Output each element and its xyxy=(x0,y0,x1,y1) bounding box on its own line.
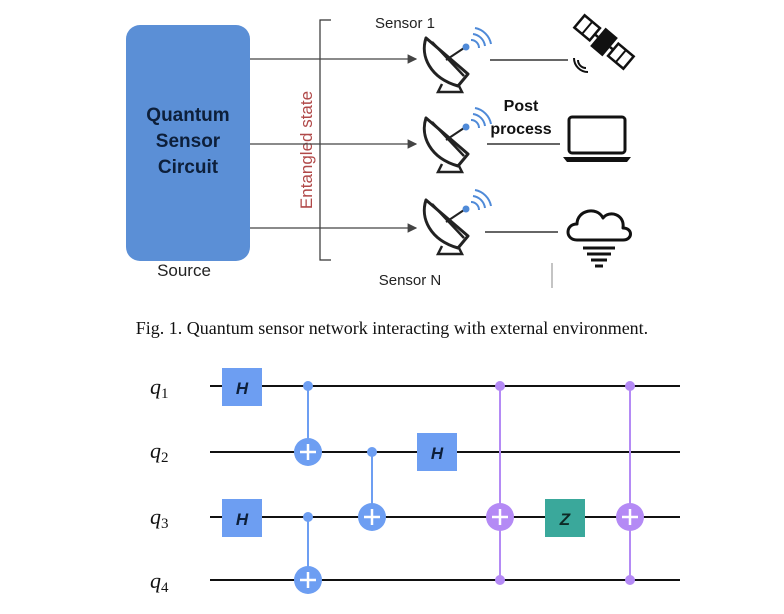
qubit-label-q4: q4 xyxy=(150,568,169,596)
z-gate-label: Z xyxy=(559,510,571,529)
laptop-icon xyxy=(563,115,631,162)
source-box-label-line2: Sensor xyxy=(156,131,221,152)
satellite-icon xyxy=(572,13,636,73)
qubit-label-q2: q2 xyxy=(150,438,169,466)
entangled-state-label: Entangled state xyxy=(297,91,316,209)
h-gate-q2-label: H xyxy=(431,444,444,463)
qubit-label-q1: q1 xyxy=(150,374,169,402)
qubit-label-q3: q3 xyxy=(150,504,169,532)
cnot-q1-q2 xyxy=(294,381,322,466)
h-gate-q3-label: H xyxy=(236,510,249,529)
entangled-bracket xyxy=(319,19,331,261)
quantum-circuit: q1 q2 q3 q4 H H H xyxy=(150,368,680,596)
post-process-label-line2: process xyxy=(490,121,551,138)
h-gate-q1 xyxy=(222,368,262,406)
source-box-label-line1: Quantum xyxy=(146,105,229,126)
h-gate-q3 xyxy=(222,499,262,537)
cnot-q3-q4 xyxy=(294,512,322,594)
sensor-n-label: Sensor N xyxy=(379,272,442,289)
cloud-icon xyxy=(566,209,632,268)
quantum-sensor-circuit-box xyxy=(126,25,250,261)
source-label: Source xyxy=(157,261,211,280)
figure-caption: Fig. 1. Quantum sensor network interacti… xyxy=(135,318,649,338)
cnot-q2-q3 xyxy=(358,447,386,531)
satellite-dish-icon xyxy=(422,107,492,174)
sensor-network-diagram: Quantum Sensor Circuit Source Entangled … xyxy=(126,13,636,289)
source-box-label-line3: Circuit xyxy=(158,157,219,178)
satellite-dish-icon xyxy=(422,27,492,94)
z-gate-q3 xyxy=(545,499,585,537)
satellite-dish-icon xyxy=(422,189,492,256)
toffoli-gate-2 xyxy=(616,381,644,585)
h-gate-q1-label: H xyxy=(236,379,249,398)
post-process-label-line1: Post xyxy=(504,98,539,115)
sensor-1-label: Sensor 1 xyxy=(375,15,435,32)
h-gate-q2 xyxy=(417,433,457,471)
toffoli-gate-1 xyxy=(486,381,514,585)
